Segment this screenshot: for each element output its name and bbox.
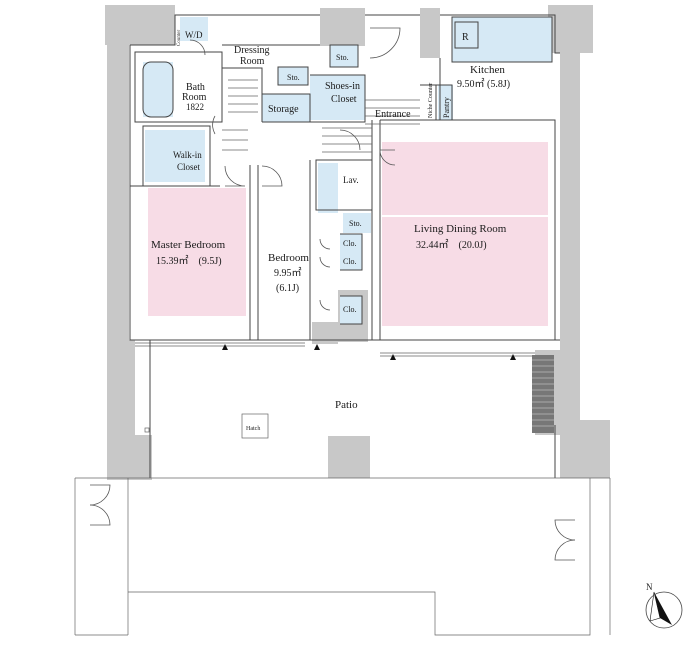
bath-code: 1822	[186, 102, 204, 112]
compass-needle-icon	[654, 592, 672, 625]
sto-label-top: Sto.	[336, 53, 349, 62]
closet-label-1: Clo.	[343, 239, 357, 248]
master-bedroom-area: 15.39㎡ (9.5J)	[156, 255, 222, 267]
bedroom-j: (6.1J)	[276, 283, 299, 294]
kitchen-area: 9.50㎡ (5.8J)	[457, 78, 510, 90]
shoes-label-2: Closet	[331, 94, 357, 105]
bath-label-2: Room	[182, 92, 207, 103]
bath-label-1: Bath	[186, 82, 205, 93]
lav-label: Lav.	[343, 175, 359, 185]
dressing-label-1: Dressing	[234, 45, 270, 56]
compass-ring	[645, 591, 683, 629]
walkin-label-2: Closet	[177, 162, 201, 172]
kitchen-name: Kitchen	[470, 64, 505, 76]
shoes-label-1: Shoes-in	[325, 81, 360, 92]
kitchen-fridge-label: R	[462, 32, 469, 43]
entrance-label: Entrance	[375, 109, 411, 120]
bedroom-area: 9.95㎡	[274, 267, 302, 279]
sto-label-dressing: Sto.	[287, 73, 300, 82]
doors	[189, 27, 401, 311]
sto-label-lav: Sto.	[349, 219, 362, 228]
living-area: 32.44㎡ (20.0J)	[416, 239, 487, 251]
pantry-label: Pantry	[442, 97, 451, 118]
bedroom-name: Bedroom	[268, 252, 309, 264]
patio-outline	[74, 340, 611, 636]
compass-north-label: N	[646, 582, 653, 592]
counter-label: Counter	[177, 30, 182, 46]
living-name: Living Dining Room	[414, 223, 507, 235]
dressing-label-2: Room	[240, 56, 265, 67]
master-bedroom-name: Master Bedroom	[151, 239, 226, 251]
storage-label: Storage	[268, 104, 299, 115]
room-fills	[143, 17, 552, 326]
patio-windows	[135, 342, 554, 433]
closet-label-3: Clo.	[343, 305, 357, 314]
wd-label: W/D	[185, 30, 203, 40]
patio-label: Patio	[335, 399, 358, 411]
niche-counter-label: Niche Counter	[428, 83, 434, 118]
compass: N	[645, 582, 683, 629]
closet-label-2: Clo.	[343, 257, 357, 266]
room-labels: R Kitchen 9.50㎡ (5.8J) Pantry Niche Coun…	[151, 30, 510, 432]
walkin-label-1: Walk-in	[173, 150, 202, 160]
interior-walls	[129, 14, 560, 341]
hatch-label: Hatch	[246, 426, 260, 432]
